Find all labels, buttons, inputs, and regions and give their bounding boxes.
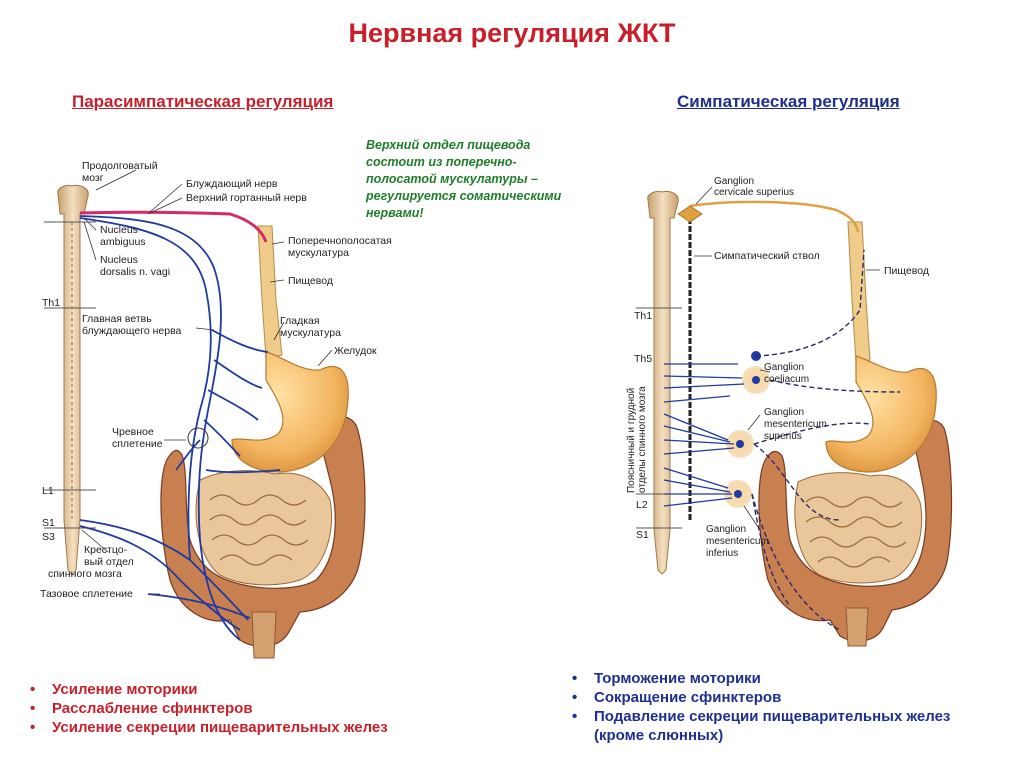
large-intestine-right xyxy=(758,419,953,642)
parasympathetic-heading: Парасимпатическая регуляция xyxy=(72,92,334,111)
label-esophagus: Пищевод xyxy=(288,275,333,287)
page-title: Нервная регуляция ЖКТ xyxy=(348,18,676,48)
label-main-branch-1: Главная ветвь xyxy=(82,313,152,325)
label-g-coel-2: coeliacum xyxy=(764,374,809,385)
label-g-mes-inf-1: Ganglion xyxy=(706,524,746,535)
label-s3: S3 xyxy=(42,531,55,543)
label-s1-right: S1 xyxy=(636,529,649,541)
esophagus xyxy=(257,225,283,359)
list-item: • Подавление секреции пищеварительных жел… xyxy=(570,707,950,726)
small-intestine xyxy=(195,470,333,586)
label-smooth-2: мускулатура xyxy=(280,327,341,339)
label-sacral-3: спинного мозга xyxy=(48,568,122,580)
label-vagus: Блуждающий нерв xyxy=(186,178,278,190)
effect-text: Подавление секреции пищеварительных желе… xyxy=(594,708,951,725)
sympathetic-effects: • Торможение моторики • Сокращение сфинкте… xyxy=(570,669,950,745)
bullet: • xyxy=(572,670,578,687)
label-th1: Th1 xyxy=(42,297,60,309)
label-g-coel-1: Ganglion xyxy=(764,362,804,373)
label-nucleus-dors-2: dorsalis n. vagi xyxy=(100,266,170,278)
label-striated-1: Поперечнополосатая xyxy=(288,235,392,247)
label-th5: Th5 xyxy=(634,353,652,365)
celiac-plexus-marker xyxy=(187,427,209,449)
effect-text: Расслабление сфинктеров xyxy=(52,700,253,717)
label-smooth-1: Гладкая xyxy=(280,315,320,327)
large-intestine xyxy=(160,416,366,648)
label-medulla-2: мозг xyxy=(82,172,104,184)
spinal-cord-right xyxy=(636,191,682,575)
label-striated-2: мускулатура xyxy=(288,247,349,259)
label-vertical-1: Поясничный и грудной xyxy=(626,388,637,493)
label-pelvic: Тазовое сплетение xyxy=(40,588,133,600)
label-nucleus-amb-1: Nucleus xyxy=(100,224,138,236)
effect-text: (кроме слюнных) xyxy=(594,727,724,744)
label-celiac-2: сплетение xyxy=(112,438,163,450)
cervical-nerve xyxy=(689,200,860,233)
list-item: • Усиление секреции пищеварительных желез xyxy=(28,718,388,737)
label-vertical-2: отделы спинного мозга xyxy=(637,386,648,493)
laryngeal-nerve xyxy=(79,210,268,243)
label-nucleus-amb-2: ambiguus xyxy=(100,236,146,248)
effect-text: Усиление секреции пищеварительных желез xyxy=(52,719,388,736)
postganglionic-fibers xyxy=(751,249,901,631)
effect-text: Сокращение сфинктеров xyxy=(594,689,782,706)
list-item: (кроме слюнных) xyxy=(570,726,950,745)
stomach-right xyxy=(825,355,937,473)
label-sacral-1: Крестцо- xyxy=(84,544,128,556)
vagus-nerves xyxy=(79,215,281,641)
parasympathetic-diagram: Продолговатый мозг Блуждающий нерв Верхн… xyxy=(40,160,392,659)
stomach xyxy=(231,351,349,473)
bullet: • xyxy=(572,689,578,706)
sympathetic-diagram: Ganglion cervicale superius Симпатически… xyxy=(626,176,953,647)
label-g-mes-sup-2: mesentericum xyxy=(764,419,827,430)
rectum-right xyxy=(845,607,869,647)
bullet: • xyxy=(572,708,578,725)
bullet: • xyxy=(30,681,36,698)
label-g-mes-inf-2: mesentericum xyxy=(706,536,769,547)
label-ganglion-cerv-2: cervicale superius xyxy=(714,187,794,198)
label-nucleus-dors-1: Nucleus xyxy=(100,254,138,266)
effect-text: Усиление моторики xyxy=(52,681,198,698)
label-l1: L1 xyxy=(42,485,54,497)
label-sacral-2: вый отдел xyxy=(84,556,134,568)
label-laryngeal: Верхний гортанный нерв xyxy=(186,192,307,204)
rectum xyxy=(251,611,277,659)
list-item: • Усиление моторики xyxy=(28,680,388,699)
label-s1: S1 xyxy=(42,517,55,529)
label-th1-right: Th1 xyxy=(634,310,652,322)
list-item: • Сокращение сфинктеров xyxy=(570,688,950,707)
label-g-mes-inf-3: inferius xyxy=(706,548,738,559)
parasympathetic-effects: • Усиление моторики • Расслабление сфинкте… xyxy=(28,680,388,737)
spinal-cord xyxy=(44,185,96,576)
esophagus-note: Верхний отдел пищевода состоит из попере… xyxy=(366,138,562,220)
label-g-mes-sup-3: superius xyxy=(764,431,802,442)
sympathetic-labels: Ganglion cervicale superius Симпатически… xyxy=(626,176,929,559)
label-l2: L2 xyxy=(636,499,648,511)
effect-text: Торможение моторики xyxy=(594,670,761,687)
ganglion-cervical-marker xyxy=(677,205,703,223)
preganglionic-fibers xyxy=(663,363,745,507)
list-item: • Торможение моторики xyxy=(570,669,950,688)
esophagus-right xyxy=(847,221,871,363)
label-main-branch-2: блуждающего нерва xyxy=(82,325,182,337)
list-item: • Расслабление сфинктеров xyxy=(28,699,388,718)
parasympathetic-labels: Продолговатый мозг Блуждающий нерв Верхн… xyxy=(40,160,392,600)
ganglia xyxy=(724,351,770,508)
label-stomach: Желудок xyxy=(334,345,377,357)
bullet: • xyxy=(30,719,36,736)
bullet: • xyxy=(30,700,36,717)
label-esophagus-right: Пищевод xyxy=(884,265,929,277)
label-g-mes-sup-1: Ganglion xyxy=(764,407,804,418)
label-ganglion-cerv-1: Ganglion xyxy=(714,176,754,187)
label-trunk: Симпатический ствол xyxy=(714,250,820,262)
label-celiac-1: Чревное xyxy=(112,426,154,438)
sympathetic-heading: Симпатическая регуляция xyxy=(677,92,900,111)
label-medulla-1: Продолговатый xyxy=(82,160,158,172)
